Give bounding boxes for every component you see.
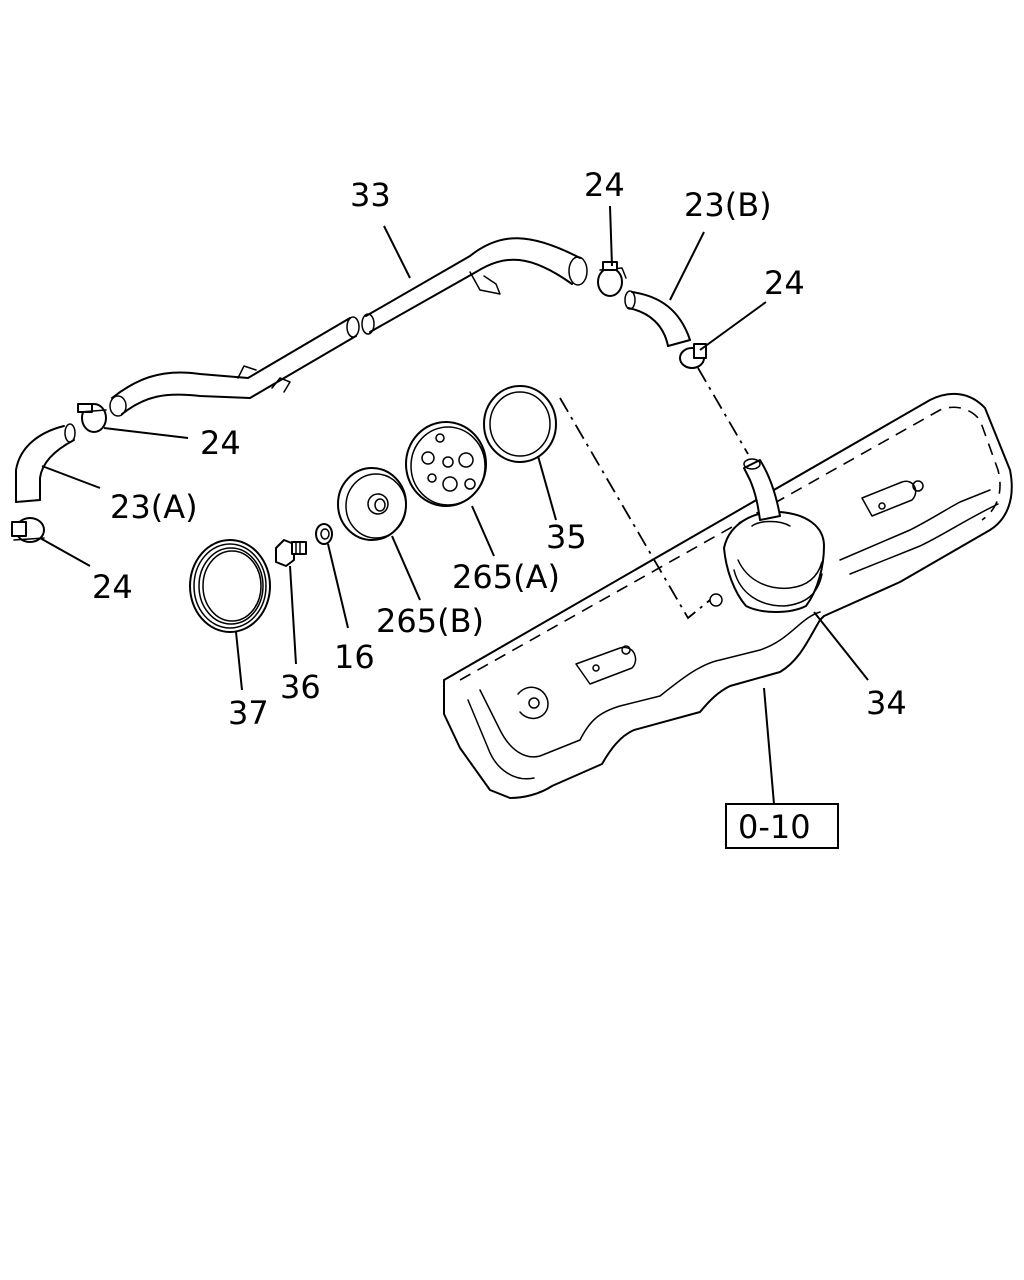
leader-lines [39, 205, 869, 805]
valve-cover [443, 392, 1013, 799]
label-265b: 265(B) [376, 602, 484, 640]
label-24-left: 24 [92, 568, 133, 606]
label-23a: 23(A) [110, 488, 198, 526]
part-33-pipe [109, 237, 588, 417]
part-37-seal [189, 539, 271, 633]
centerline-hose-to-separator [697, 367, 749, 455]
part-36-bolt [275, 539, 307, 567]
clamp-24-mid [77, 403, 107, 433]
label-34: 34 [866, 684, 907, 722]
label-37: 37 [228, 694, 269, 732]
label-36: 36 [280, 668, 321, 706]
label-24-right: 24 [764, 264, 805, 302]
label-33: 33 [350, 176, 391, 214]
reference-box: 0-10 [725, 803, 839, 849]
part-265b-baffle [337, 467, 407, 541]
label-24-mid: 24 [200, 424, 241, 462]
clamp-24-right [679, 343, 707, 369]
label-265a: 265(A) [452, 558, 560, 596]
centerline-gasket-to-cover [559, 397, 711, 620]
clamp-24-top [597, 261, 627, 297]
part-34-separator [723, 458, 825, 613]
clamp-24-left [11, 517, 45, 543]
label-24-top: 24 [584, 166, 625, 204]
label-23b: 23(B) [684, 186, 772, 224]
part-23b-hose [624, 290, 691, 347]
label-35: 35 [546, 518, 587, 556]
reference-label: 0-10 [738, 808, 811, 846]
label-16: 16 [334, 638, 375, 676]
part-265a-disc [405, 421, 487, 507]
part-23a-hose [15, 423, 76, 503]
part-16-washer [315, 523, 333, 545]
part-35-gasket [483, 385, 557, 463]
